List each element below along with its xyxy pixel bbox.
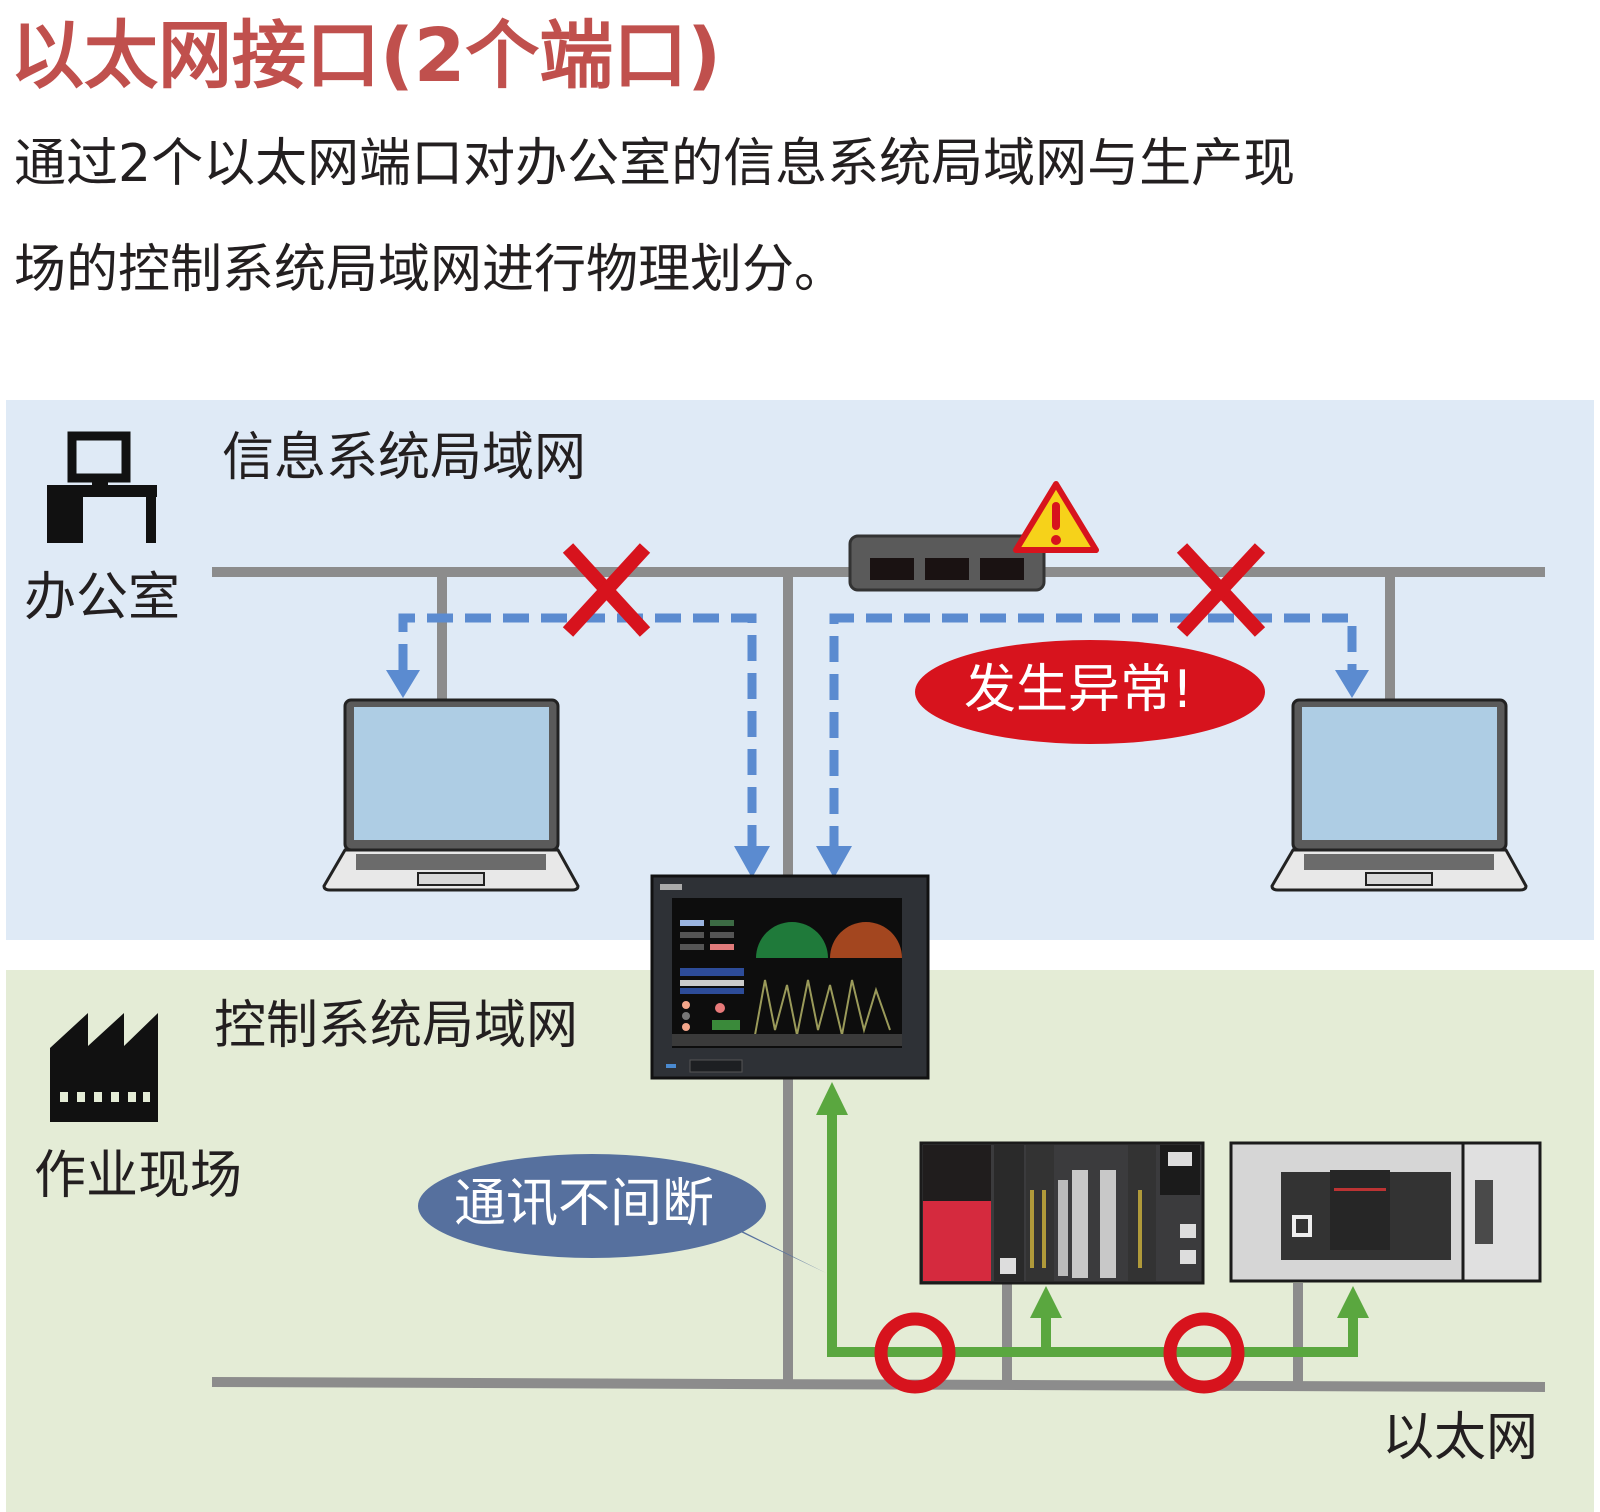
- arrow-down-hmi-left: [734, 846, 770, 878]
- compact-plc: [1229, 1141, 1542, 1283]
- callout-bubble: [418, 1154, 826, 1273]
- arrow-down-right-laptop: [1335, 670, 1369, 698]
- laptop-right: [1270, 698, 1528, 892]
- control-lan-label: 控制系统局域网: [214, 996, 579, 1056]
- ethernet-label: 以太网: [1382, 1408, 1539, 1468]
- red-cross-icon: [562, 543, 651, 637]
- description-line-1: 通过2个以太网端口对办公室的信息系统局域网与生产现: [14, 134, 1296, 194]
- red-cross-icon: [1176, 543, 1266, 637]
- arrow-up-plc-rack: [1030, 1286, 1062, 1318]
- worksite-label: 作业现场: [34, 1146, 243, 1206]
- page-title: 以太网接口(2个端口): [10, 13, 722, 99]
- hmi-panel: [650, 874, 930, 1080]
- red-circle-ok-icon: [1163, 1312, 1245, 1394]
- laptop-left: [322, 698, 580, 892]
- continuous-communication-path: [827, 1115, 1358, 1357]
- alert-bubble: [915, 640, 1265, 744]
- factory-icon: [50, 1013, 158, 1122]
- alert-text: 发生异常!: [964, 660, 1193, 720]
- office-label: 办公室: [24, 568, 181, 628]
- blocked-path-right: [829, 613, 1357, 852]
- network-switch: [848, 534, 1046, 592]
- callout-text: 通讯不间断: [454, 1174, 715, 1234]
- office-desk-computer-icon: [47, 431, 157, 543]
- arrow-up-hmi: [816, 1082, 848, 1115]
- red-circle-ok-icon: [874, 1312, 956, 1394]
- warning-triangle-icon: [1013, 481, 1099, 553]
- arrow-down-left-laptop: [386, 670, 420, 698]
- arrow-down-hmi-right: [816, 846, 852, 878]
- info-lan-label: 信息系统局域网: [222, 428, 587, 488]
- plc-rack: [919, 1141, 1205, 1285]
- control-lan-line: [211, 1075, 1546, 1392]
- arrow-up-compact-plc: [1337, 1286, 1369, 1318]
- hmi-screen-content: [672, 920, 902, 1046]
- description-line-2: 场的控制系统局域网进行物理划分。: [14, 240, 847, 300]
- blocked-path-left: [398, 613, 757, 852]
